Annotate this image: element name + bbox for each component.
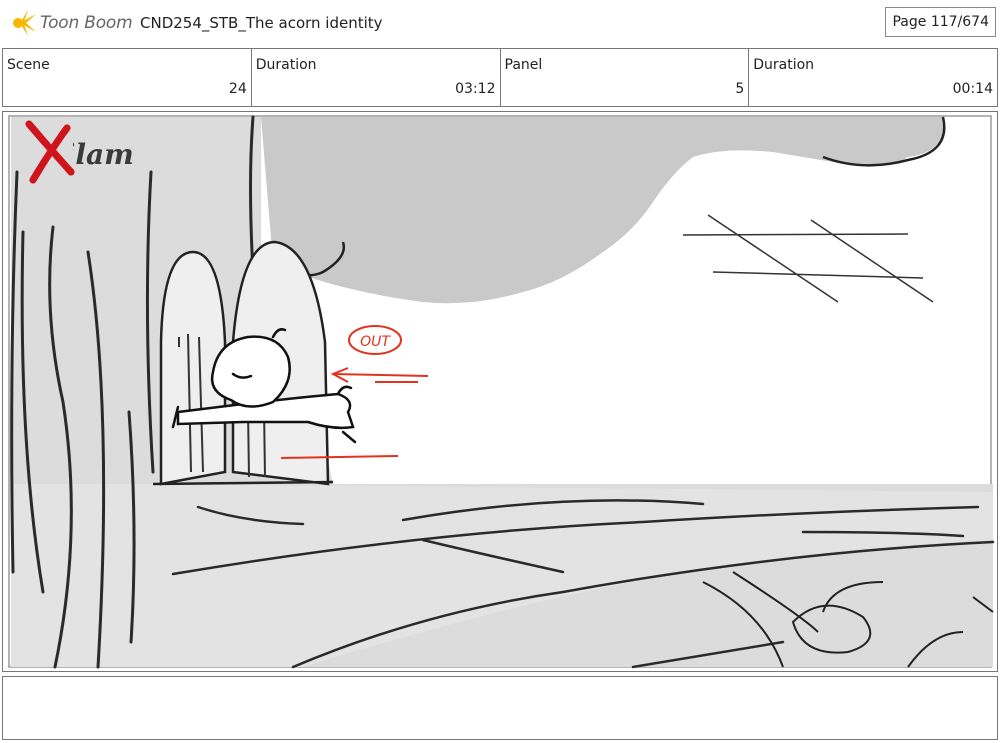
door-sill [152,480,334,486]
branch-lines [171,499,995,669]
panel-label: Panel [504,57,543,73]
trunk-lines [10,115,255,669]
project-title: CND254_STB_The acorn identity [140,14,383,32]
canopy-fill [261,117,944,304]
panel-info-row: Scene 24 Duration 03:12 Panel 5 Duration… [2,48,998,107]
scene-duration-label: Duration [255,57,317,73]
leaf-sketch [702,571,994,668]
panel-value: 5 [735,81,745,97]
sketch-drawing: OUT Xilam [8,115,995,669]
canopy-outline [822,116,946,167]
panel-duration-cell: Duration 00:14 [748,49,997,106]
motion-arrow-head [330,367,349,383]
motion-arrow-line [332,373,429,377]
storyboard-panel-image: OUT Xilam [2,111,998,672]
panel-cell: Panel 5 [499,49,749,106]
storyboard-header: Toon Boom CND254_STB_The acorn identity … [0,0,1000,46]
panel-duration-value: 00:14 [952,81,993,97]
logo-text: Toon Boom [40,13,133,33]
toon-boom-logo: Toon Boom [6,6,133,40]
scene-duration-value: 03:12 [455,81,496,97]
sky-lines [682,214,934,303]
panel-notes-box[interactable] [2,676,998,740]
scene-value: 24 [228,81,247,97]
branch-fill [11,484,993,667]
scene-label: Scene [7,57,50,73]
red-annotations [280,325,429,459]
page-indicator: Page 117/674 [885,7,996,37]
scene-duration-cell: Duration 03:12 [250,49,500,106]
out-label-circle [348,325,402,355]
scene-cell: Scene 24 [3,49,251,106]
out-annotation-text: OUT [360,334,391,350]
squirrel-character [171,328,357,444]
panel-duration-label: Duration [753,57,815,73]
watermark-x-mark [25,120,75,184]
toon-boom-star-icon [13,10,36,36]
